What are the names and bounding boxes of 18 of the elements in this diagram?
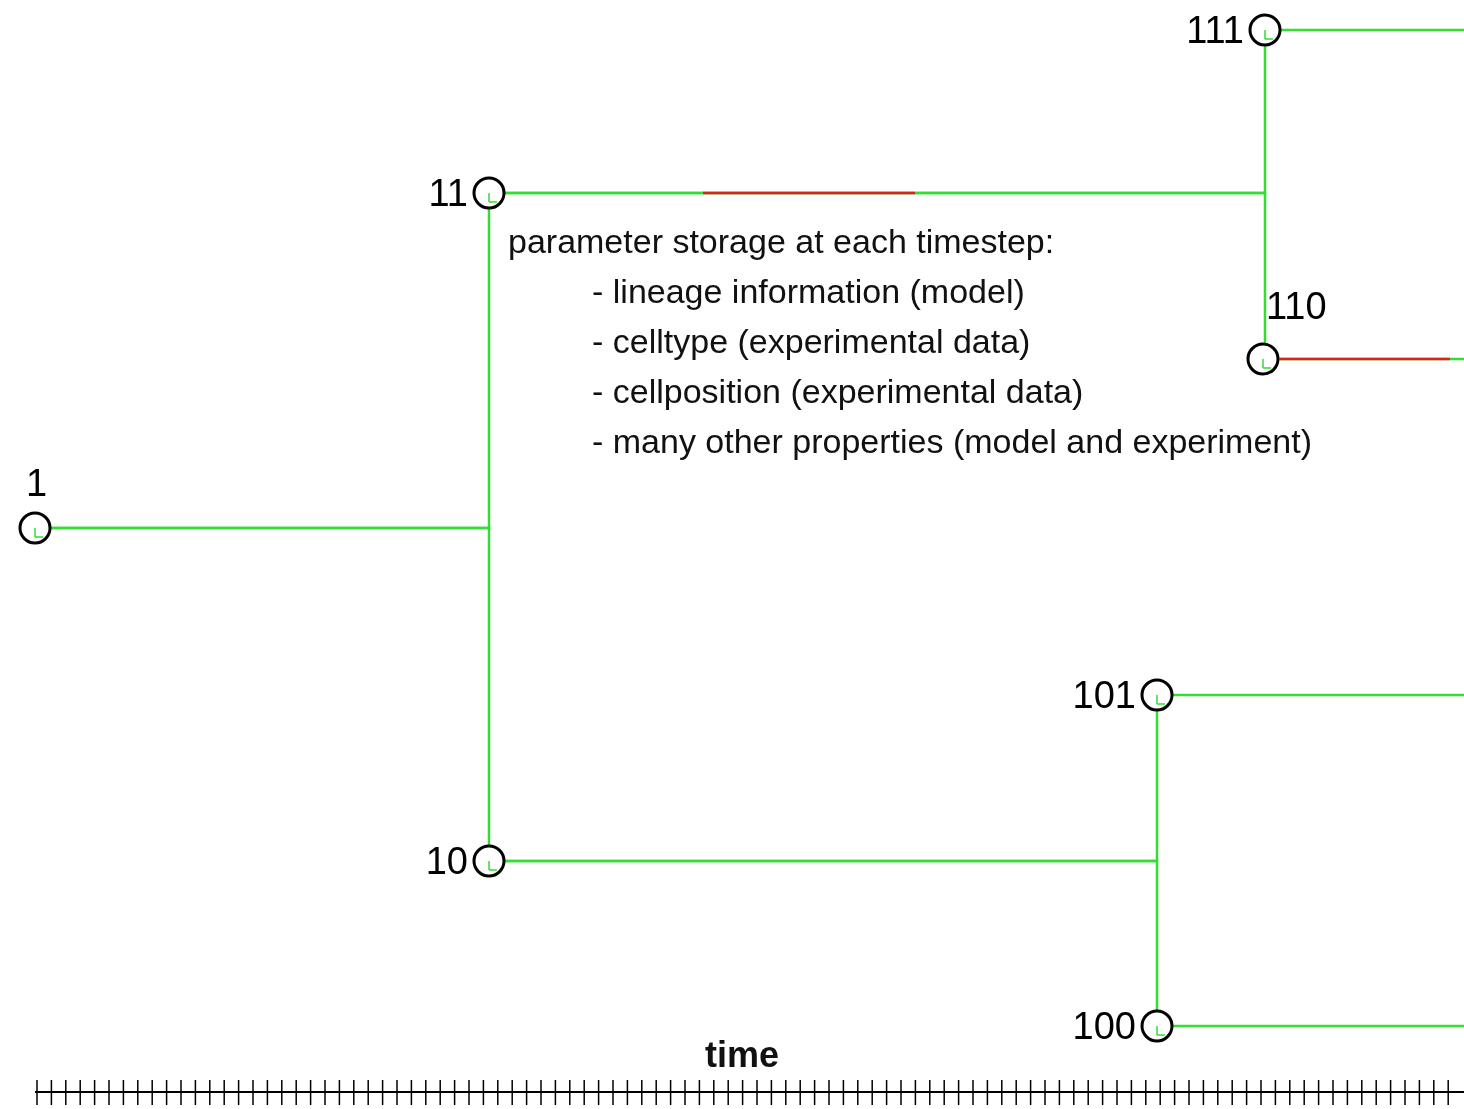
cell-id-label: 1 — [26, 463, 48, 503]
axis-title: time — [704, 1033, 780, 1077]
cell-id-label: 100 — [1072, 1006, 1136, 1046]
cell-id-label: 101 — [1072, 675, 1136, 715]
lineage-line — [51, 526, 491, 845]
note-item: - lineage information (model) — [592, 271, 1025, 312]
cell-id-label: 11 — [428, 173, 468, 213]
lineage-line — [505, 859, 1159, 1010]
lineage-line — [1281, 28, 1464, 32]
lineage-line — [1173, 1024, 1464, 1028]
note-item: - many other properties (model and experiment) — [592, 421, 1312, 462]
note-item: - celltype (experimental data) — [592, 321, 1031, 362]
note-heading: parameter storage at each timestep: — [508, 221, 1055, 262]
lineage-line — [1173, 693, 1464, 697]
cell-id-label: 110 — [1266, 286, 1327, 326]
cell-id-label: 111 — [1186, 10, 1244, 50]
note-item: - cellposition (experimental data) — [592, 371, 1084, 412]
cell-id-label: 10 — [425, 841, 468, 881]
